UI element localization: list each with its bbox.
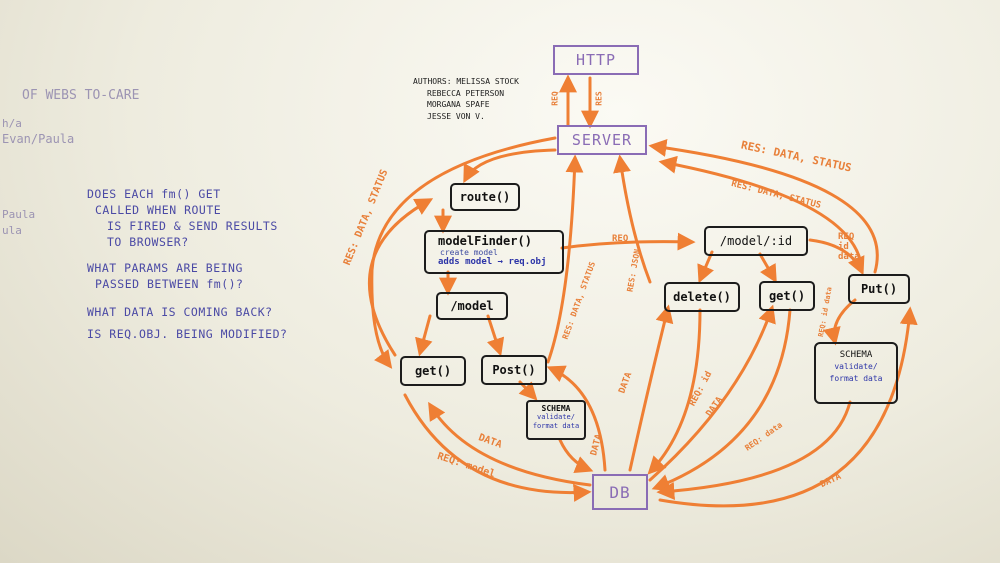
model-id-label: /model/:id: [719, 234, 793, 248]
arrow-put-server-mid: [658, 155, 864, 274]
get-right-label: get(): [768, 289, 806, 303]
questions-list: DOES EACH fm() GET CALLED WHEN ROUTE IS …: [87, 186, 287, 342]
question-line: TO BROWSER?: [107, 235, 189, 249]
arrow-delete-server: [613, 154, 652, 284]
edge-label-req-id-data: REQ id data: [838, 232, 860, 262]
question-line: IS REQ.OBJ. BEING MODIFIED?: [87, 327, 288, 341]
arrow-put-server-top: [648, 139, 879, 274]
schema-left-title: SCHEMA: [541, 404, 571, 413]
modelfinder-sub-create: create model: [440, 248, 498, 257]
put-node: Put(): [848, 274, 910, 304]
arrow-db-post: [546, 365, 607, 472]
arrow-post-res: [546, 154, 584, 364]
arrow-modelid-put: [808, 238, 865, 276]
schema-right-title: SCHEMA: [839, 350, 873, 360]
arrow-modelid-get: [758, 252, 777, 284]
post-label: Post(): [492, 363, 536, 377]
arrow-server-route: [463, 148, 557, 184]
arrow-get-up: [367, 198, 434, 357]
note-line-1: OF WEBS TO-CARE: [22, 88, 140, 103]
author-name: JESSE VON V.: [427, 111, 485, 121]
arrow-getright-db: [651, 308, 792, 492]
modelfinder-sub-adds: adds model → req.obj: [438, 257, 547, 267]
model-id-node: /model/:id: [704, 226, 808, 256]
http-node: HTTP: [553, 45, 639, 75]
route-node: route(): [450, 183, 520, 211]
get-left-label: get(): [414, 364, 452, 378]
author-name: REBECCA PETERSON: [427, 88, 505, 98]
note-line-2: h/a: [2, 117, 22, 130]
edge-label-req-mid: REQ: [612, 234, 629, 244]
arrow-getleft-db: [403, 393, 592, 502]
arrow-model-post: [486, 314, 505, 357]
arrow-db-getright: [648, 304, 776, 482]
note-line-5: ula: [2, 224, 22, 237]
schema-right-sub-2: format data: [829, 374, 883, 383]
schema-left-node: SCHEMA validate/ format data: [526, 400, 586, 440]
put-label: Put(): [860, 282, 898, 296]
model-label: /model: [450, 299, 494, 313]
arrow-model-get: [415, 314, 433, 357]
get-left-node: get(): [400, 356, 466, 386]
question-line: WHAT DATA IS COMING BACK?: [87, 305, 273, 319]
question-line: DOES EACH fm() GET: [87, 187, 221, 201]
author-name: MORGANA SPAFE: [427, 100, 490, 109]
http-label: HTTP: [575, 51, 617, 69]
note-line-3: Evan/Paula: [2, 132, 75, 146]
question-line: IS FIRED & SEND RESULTS: [107, 219, 278, 233]
arrow-db-delete: [628, 304, 674, 472]
arrow-modelid-delete: [697, 250, 714, 284]
arrow-delete-db: [647, 308, 702, 475]
schema-right-sub-1: validate/: [834, 362, 878, 371]
question-line: PASSED BETWEEN fm()?: [95, 277, 244, 291]
arrow-put-schema: [823, 298, 857, 346]
model-node: /model: [436, 292, 508, 320]
arrow-schema-db-right: [656, 400, 852, 500]
note-line-4: Paula: [2, 208, 36, 221]
route-label: route(): [459, 190, 511, 204]
get-right-node: get(): [759, 281, 815, 311]
arrow-db-put: [658, 306, 918, 508]
db-node: DB: [592, 474, 648, 510]
edge-label-res-http: RES: [594, 91, 604, 106]
modelfinder-label: modelFinder(): [438, 234, 532, 248]
delete-node: delete(): [664, 282, 740, 312]
db-label: DB: [609, 482, 631, 502]
edge-label-req-http: REQ: [550, 91, 560, 106]
question-line: WHAT PARAMS ARE BEING: [87, 261, 243, 275]
server-node: SERVER: [557, 125, 647, 155]
arrow-res-left-loop: [370, 136, 557, 369]
authors-title: AUTHORS: MELISSA STOCK: [413, 77, 519, 86]
schema-left-sub: validate/ format data: [532, 413, 580, 430]
schema-right-node: SCHEMA validate/ format data: [814, 342, 898, 404]
authors-block: AUTHORS: MELISSA STOCK REBECCA PETERSON …: [413, 76, 519, 122]
arrow-schema-db: [558, 438, 594, 474]
server-label: SERVER: [571, 131, 633, 149]
question-line: CALLED WHEN ROUTE: [95, 203, 222, 217]
arrow-db-getleft: [428, 401, 592, 487]
arrow-modelfinder-modelid: [560, 232, 696, 251]
delete-label: delete(): [673, 290, 731, 304]
post-node: Post(): [481, 355, 547, 385]
modelfinder-node: modelFinder() create model adds model → …: [424, 230, 564, 274]
